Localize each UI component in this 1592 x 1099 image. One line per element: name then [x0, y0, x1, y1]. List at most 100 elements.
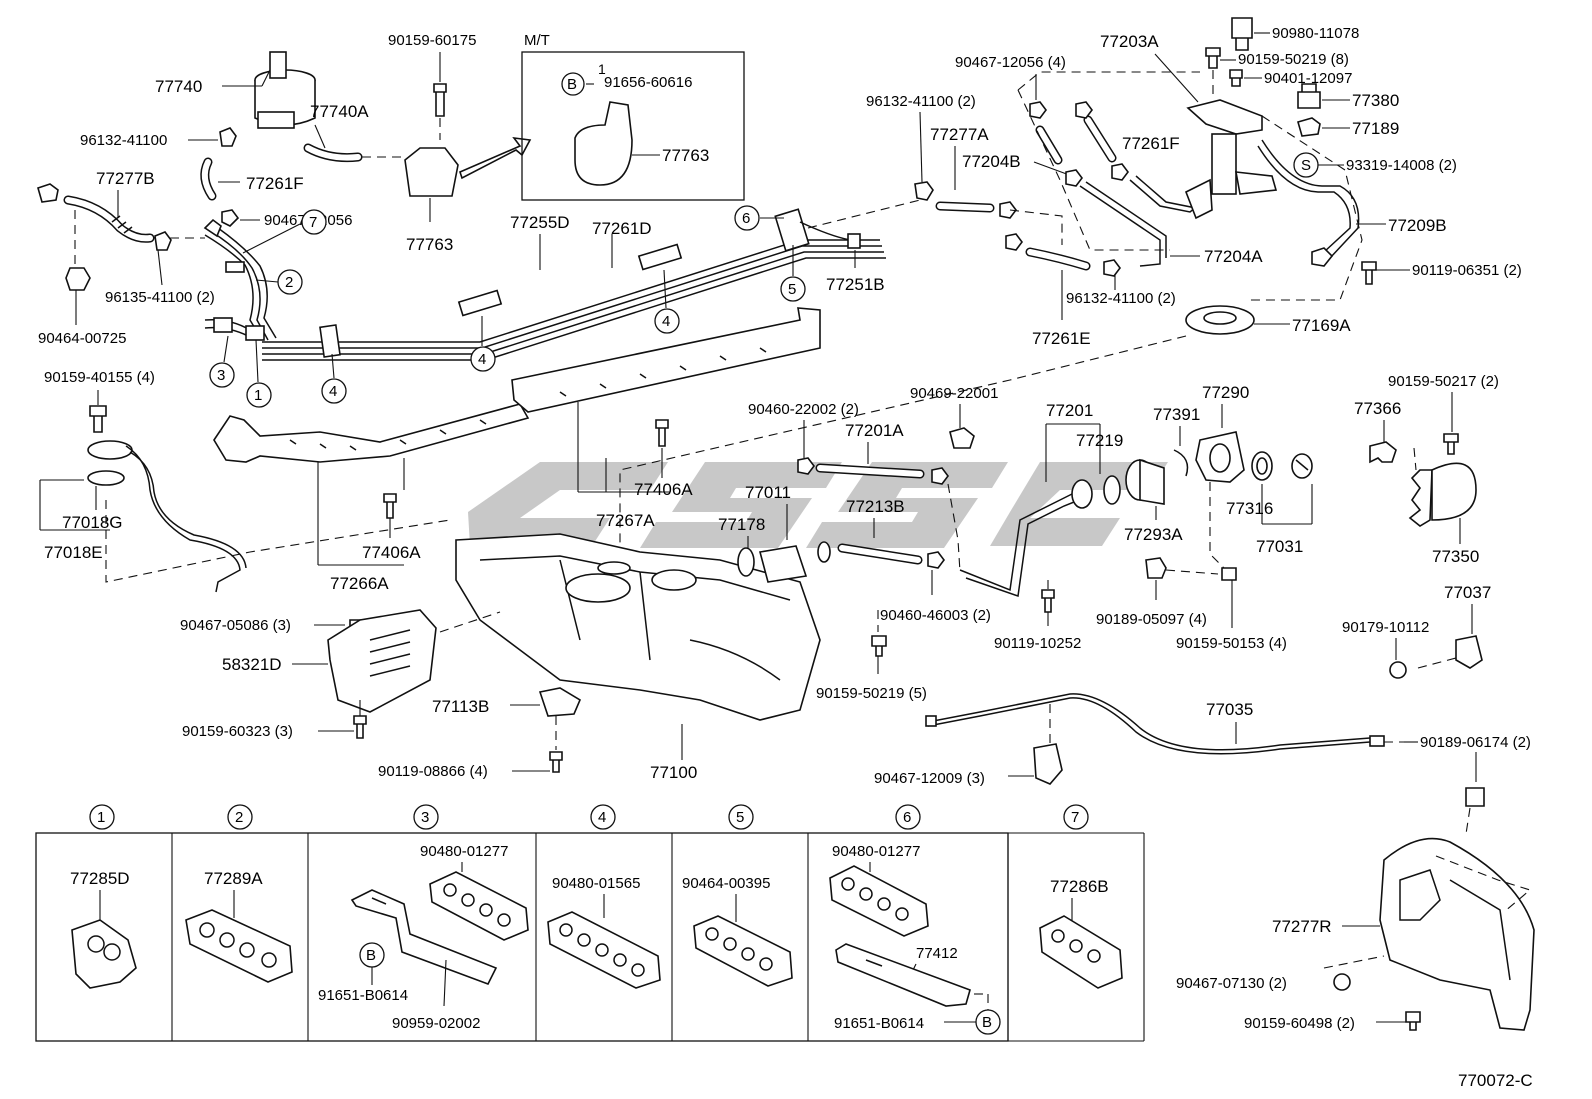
- callout-4-b: [470, 346, 496, 372]
- part-label-90159-50219-5: 90159-50219 (5): [816, 685, 927, 702]
- svg-text:1: 1: [97, 809, 105, 826]
- part-label-90401-12097: 90401-12097: [1264, 70, 1352, 87]
- clip-77277a-end: [999, 201, 1017, 219]
- part-label-77031: 77031: [1256, 537, 1303, 556]
- clip-96132-41100-a: [914, 181, 934, 201]
- clip-77261e-right: [1103, 259, 1121, 277]
- part-label-90467-05086: 90467-05086 (3): [180, 617, 291, 634]
- svg-text:4: 4: [598, 809, 606, 826]
- clamp-part-90480-01565: 90480-01565: [552, 875, 640, 892]
- part-label-96132-41100: 96132-41100: [80, 132, 167, 149]
- part-label-90159-50153: 90159-50153 (4): [1176, 635, 1287, 652]
- part-label-77219: 77219: [1076, 431, 1123, 450]
- part-label-90189-05097: 90189-05097 (4): [1096, 611, 1207, 628]
- clip-77261f-bottom: [1111, 163, 1129, 181]
- hose-77277b: [63, 195, 155, 243]
- svg-text:B: B: [982, 1014, 992, 1031]
- svg-text:5: 5: [788, 281, 796, 298]
- part-label-90469-22001: 90469-22001: [910, 385, 998, 402]
- part-label-77213b: 77213B: [846, 497, 905, 516]
- clamp-part-77289a: 77289A: [204, 869, 263, 888]
- screw-90159-50217: [1443, 433, 1459, 455]
- grommet-77293a: [1125, 458, 1165, 505]
- clip-90189-05097: [1145, 557, 1167, 579]
- hose-77209b: [1257, 139, 1360, 267]
- hose-77261f: [200, 157, 217, 201]
- bolt-90119-08866: [549, 751, 563, 773]
- clamp-table-col-7: 7 77286B: [1039, 804, 1123, 989]
- diagram-code: 770072-C: [1458, 1071, 1533, 1090]
- clip-96132-41100: [219, 127, 237, 147]
- clamp-table: [35, 832, 1145, 1042]
- clip-77213b-end: [927, 551, 945, 569]
- hose-77204b: [1035, 125, 1063, 165]
- part-label-90159-60323: 90159-60323 (3): [182, 723, 293, 740]
- fuel-pipe-77255d: [262, 208, 886, 361]
- clip-90467-07130: [1333, 973, 1351, 991]
- part-label-77251b: 77251B: [826, 275, 885, 294]
- mt-inset: M/T B 1 91656-60616 77763: [521, 32, 745, 201]
- part-label-90460-22002: 90460-22002 (2): [748, 401, 859, 418]
- clip-top-left: [37, 183, 59, 203]
- callout-4-a: [321, 378, 347, 404]
- part-label-77366: 77366: [1354, 399, 1401, 418]
- part-label-77100: 77100: [650, 763, 697, 782]
- clamp-part-77412: 77412: [916, 945, 958, 962]
- part-label-77209b: 77209B: [1388, 216, 1447, 235]
- clamp-part-91651-b0614-a: 91651-B0614: [318, 987, 408, 1004]
- clamp-part-91651-b0614-b: 91651-B0614: [834, 1015, 924, 1032]
- bolt-90119-10252: [1041, 589, 1055, 613]
- grommet-77178-77011: [737, 541, 831, 583]
- part-label-96135-41100: 96135-41100 (2): [105, 289, 215, 306]
- clamp-table-col-3: 3 90480-01277 B 91651-B0614 90959-02002: [318, 804, 529, 1032]
- part-label-90159-40155: 90159-40155 (4): [44, 369, 155, 386]
- part-label-77201: 77201: [1046, 401, 1093, 420]
- part-label-90980-11078: 90980-11078: [1272, 25, 1359, 42]
- callout-3-top: [209, 362, 235, 388]
- nut-90401-12097: [1229, 69, 1243, 87]
- part-label-77293a: 77293A: [1124, 525, 1183, 544]
- lid-spring-77366: [1369, 441, 1397, 464]
- clamp-part-90959-02002: 90959-02002: [392, 1015, 480, 1032]
- part-label-90119-10252: 90119-10252: [994, 635, 1081, 652]
- part-label-90189-06174: 90189-06174 (2): [1420, 734, 1531, 751]
- part-label-77261f-left: 77261F: [246, 174, 304, 193]
- svg-text:3: 3: [421, 809, 429, 826]
- hose-77277a: [935, 201, 995, 213]
- svg-text:S: S: [1301, 157, 1311, 174]
- fuel-pump-bracket: [1184, 99, 1278, 220]
- part-label-77740a: 77740A: [310, 102, 369, 121]
- callout-1-top: [246, 382, 272, 408]
- callout-4-c: [654, 308, 680, 334]
- clamp-90467-12009: [1033, 743, 1063, 785]
- vacuum-tank-77763: [404, 147, 459, 197]
- callout-2-top: [277, 269, 303, 295]
- part-label-77204b: 77204B: [962, 152, 1021, 171]
- hose-77261e: [1025, 247, 1091, 271]
- clip-77406a-right: [655, 419, 669, 447]
- part-label-90467-07130: 90467-07130 (2): [1176, 975, 1287, 992]
- fuel-tank-77100: [455, 533, 821, 721]
- part-label-90159-50219-8: 90159-50219 (8): [1238, 51, 1349, 68]
- part-label-77037: 77037: [1444, 583, 1491, 602]
- bolt-90159-40155: [89, 405, 107, 433]
- opener-cable-77035: [925, 693, 1385, 755]
- part-label-77266a: 77266A: [330, 574, 389, 593]
- svg-text:4: 4: [478, 351, 486, 368]
- bolt-90159-60323: [353, 715, 367, 739]
- fender-liner-77277r: [1379, 837, 1535, 1031]
- part-label-77201a: 77201A: [845, 421, 904, 440]
- part-label-90179-10112: 90179-10112: [1342, 619, 1429, 636]
- clip-90469-22001: [949, 427, 975, 449]
- part-label-77380: 77380: [1352, 91, 1399, 110]
- clip-90467-12056: [221, 209, 240, 227]
- part-label-58321d: 58321D: [222, 655, 282, 674]
- clamp-part-77286b: 77286B: [1050, 877, 1109, 896]
- clip-77189: [1297, 117, 1321, 137]
- hose-77261f-right: [1083, 115, 1117, 163]
- part-label-77277a: 77277A: [930, 125, 989, 144]
- screw-90159-60498: [1405, 1011, 1421, 1031]
- clamp-table-col-6: 6 90480-01277 77412 B 91651-B0614: [829, 804, 1001, 1035]
- part-label-90159-50217: 90159-50217 (2): [1388, 373, 1499, 390]
- part-label-77203a: 77203A: [1100, 32, 1159, 51]
